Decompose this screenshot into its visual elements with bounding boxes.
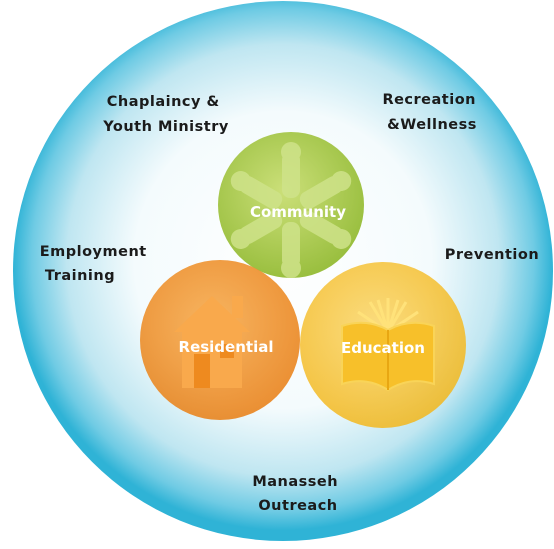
house-icon xyxy=(174,296,250,388)
label-recreation: Recreation &Wellness xyxy=(382,92,481,133)
residential-label: Residential xyxy=(179,338,274,356)
community-label: Community xyxy=(250,203,346,221)
label-employment: Employment Training xyxy=(40,244,153,284)
education-label: Education xyxy=(341,339,425,357)
community-circle xyxy=(218,132,364,278)
open-book-icon xyxy=(341,298,435,392)
label-outreach: Manasseh Outreach xyxy=(252,474,343,514)
label-chaplaincy: Chaplaincy & Youth Ministry xyxy=(102,94,229,135)
hands-star-icon xyxy=(230,142,352,278)
label-prevention: Prevention xyxy=(445,247,539,263)
